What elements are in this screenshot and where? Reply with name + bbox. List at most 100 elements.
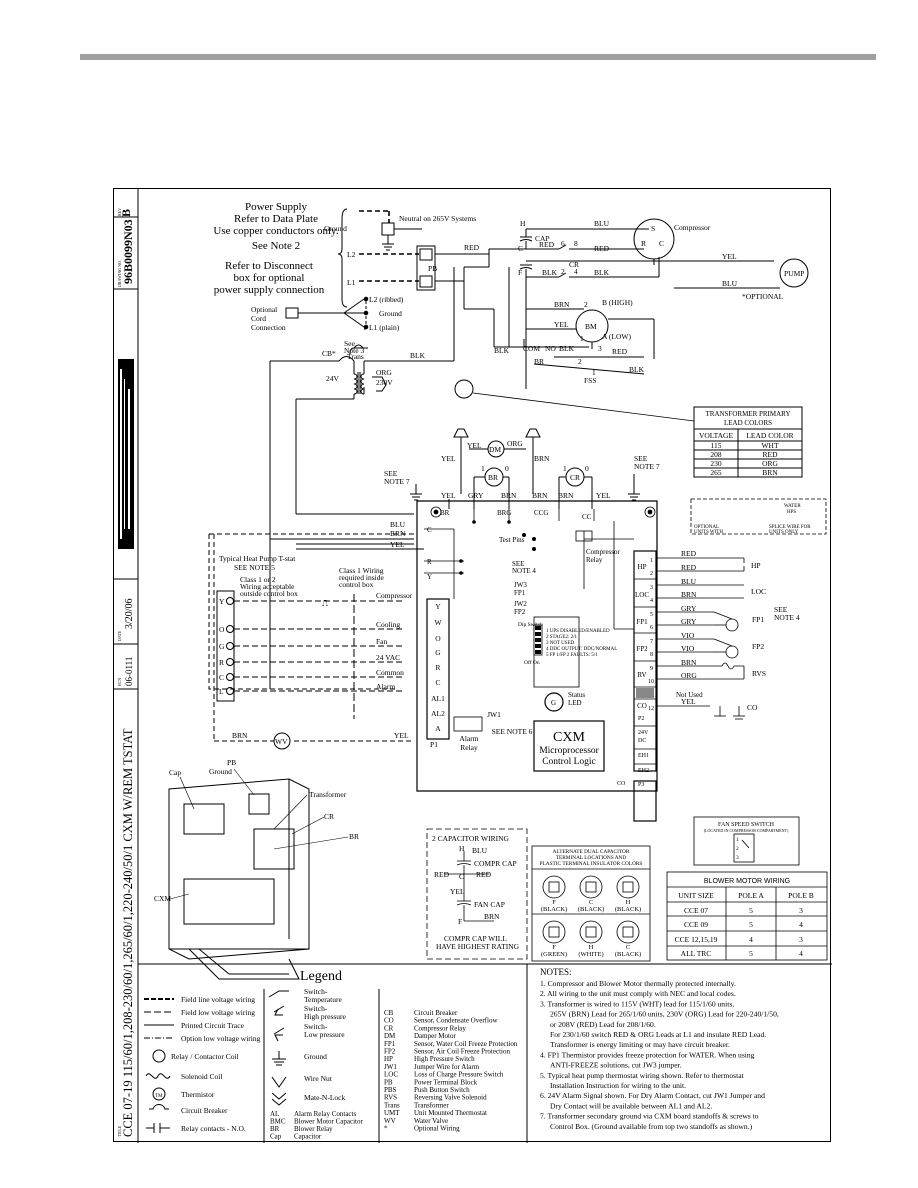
wire-yel-label: YEL	[441, 491, 456, 500]
sensor-wire-red2: RED	[681, 563, 697, 572]
see-note3-1: See	[344, 339, 356, 348]
legend-switch-1a: Switch-	[304, 987, 328, 996]
legend-abbr-desc: Loss of Charge Pressure Switch	[414, 1071, 504, 1079]
cxm-subtitle-1: Microprocessor	[539, 746, 599, 756]
legend-wire-nut: Wire Nut	[304, 1074, 333, 1083]
blower-2-label: 2	[584, 300, 588, 309]
cap-note-1: COMPR CAP WILL	[444, 934, 507, 943]
cxm-y-label: Y	[427, 573, 432, 581]
drawing-number: 96B0099N03	[121, 219, 135, 284]
note-line: For 230/1/60 switch RED & ORG Leads at L…	[550, 1030, 766, 1039]
pump-optional-label: *OPTIONAL	[742, 292, 784, 301]
blower-table-cell: 4	[799, 920, 803, 929]
legend-abbr-code: WV	[384, 1117, 396, 1125]
fan-speed-title: FAN SPEED SWITCH	[718, 822, 775, 828]
blower-table-cell: 4	[799, 949, 803, 958]
off-on-label: Off On	[524, 659, 540, 666]
tstat-title-2: SEE NOTE 5	[234, 563, 275, 572]
fp2-jumper-label: FP2	[514, 608, 526, 616]
see-note6-label: SEE NOTE 6	[492, 727, 533, 736]
status-led-2: LED	[568, 699, 582, 707]
cord-label-2: Cord	[251, 314, 266, 323]
v24-label: 24V	[326, 374, 340, 383]
cxm-right-fp1: FP1	[636, 618, 648, 626]
legend-line-4: Option low voltage wiring	[181, 1034, 261, 1043]
ground-label: Ground	[324, 224, 347, 233]
legend-abbr-code: AL	[270, 1110, 279, 1118]
legend-abbr-code: DM	[384, 1032, 396, 1040]
cxm-term-a: A	[435, 724, 441, 733]
org-label: ORG	[376, 368, 392, 377]
status-led-g: G	[551, 699, 556, 707]
drawing-title: CCE 07-19 115/60/1,208-230/60/1,265/60/1…	[121, 728, 135, 1137]
note-line: 3. Transformer is wired to 115V (WHT) le…	[540, 999, 734, 1008]
ground-2-label: Ground	[379, 309, 402, 318]
cap-wiring-title: 2 CAPACITOR WIRING	[432, 834, 510, 843]
rvs-label: RVS	[752, 669, 766, 678]
comp-br: BR	[349, 832, 359, 841]
legend-abbr-code: CB	[384, 1009, 394, 1017]
comp-cap-label: CAP	[535, 234, 550, 243]
blower-table-cell: 5	[749, 949, 753, 958]
title-label: TITLE	[117, 1125, 122, 1137]
disconnect-line-2: box for optional	[234, 272, 305, 284]
cxm-r-label: R	[427, 558, 432, 566]
power-supply-line-2: Refer to Data Plate	[234, 213, 318, 225]
comp-blu2-label: BLU	[722, 279, 738, 288]
legend-abbr-desc: Compressor Relay	[414, 1024, 466, 1032]
power-supply-line-3: Use copper conductors only.	[213, 225, 338, 237]
legend-line-3: Printed Circuit Trace	[181, 1021, 245, 1030]
splice-1: SPLICE WIRE FOR	[769, 525, 811, 530]
legend-abbr-desc: Sensor, Air Coil Freeze Protection	[414, 1048, 510, 1056]
hp-switch-label: HP	[751, 561, 761, 570]
l2-ribbed-label: L2 (ribbed)	[369, 295, 404, 304]
pin-5: 5	[650, 612, 653, 618]
fp1-jumper-label: FP1	[514, 589, 526, 597]
dc24-1: 24V	[638, 730, 649, 736]
blower-table-header: POLE A	[738, 891, 764, 900]
legend-abbr-code: FP1	[384, 1040, 396, 1048]
dm-yel-label: YEL	[467, 441, 482, 450]
alt-cap-color: (WHITE)	[578, 951, 603, 958]
note-line: Dry Contact will be available between AL…	[550, 1101, 712, 1110]
loc-switch-label: LOC	[751, 587, 766, 596]
legend-abbr-desc: Power Terminal Block	[414, 1078, 478, 1086]
blower-table-cell: CCE 09	[684, 920, 708, 929]
ecn-value: 06-0111	[124, 657, 134, 686]
tstat-func-compressor: Compressor	[376, 591, 413, 600]
sensor-wire-yel: YEL	[681, 697, 696, 706]
legend-line-1: Field line voltage wiring	[181, 995, 255, 1004]
tstat-func-24vac: 24 VAC	[376, 653, 400, 662]
fan-speed-pos-3: 3	[736, 855, 739, 861]
test-pins-label: Test Pins	[499, 536, 525, 544]
dip-switch-label: Dip Switch	[518, 622, 543, 628]
comp-red-label: RED	[539, 240, 555, 249]
cxm-term-w: W	[434, 618, 442, 627]
legend-abbr-code: PB	[384, 1078, 393, 1086]
comp-yel-label: YEL	[722, 252, 737, 261]
cxm-board-outline	[416, 500, 658, 792]
cxm-term-c: C	[435, 678, 440, 687]
blower-1b-label: 1	[592, 368, 596, 377]
trans-table-cell: RED	[763, 450, 779, 459]
power-supply-line-1: Power Supply	[245, 201, 308, 213]
cxm-term-y: Y	[435, 602, 441, 611]
blower-bm-label: BM	[585, 322, 597, 331]
see-note7-right-2: NOTE 7	[634, 462, 660, 471]
alt-cap-term: C	[626, 944, 630, 951]
cord-label-3: Connection	[251, 323, 286, 332]
cap-blu-label: BLU	[472, 846, 488, 855]
comp-relay-label-1: Compressor	[586, 548, 621, 556]
tstat-title-1: Typical Heat Pump T-stat	[219, 554, 296, 563]
legend-abbr-code: BMC	[270, 1118, 286, 1126]
trans-table-cell: ORG	[762, 459, 778, 468]
dip-row-3: 3 NOT USED	[546, 641, 575, 646]
wire-brn3-label: BRN	[558, 491, 574, 500]
alt-cap-title-3: PLASTIC TERMINAL INSULATOR COLORS	[540, 861, 643, 867]
cxm-p2-label: P2	[638, 716, 644, 722]
fan-speed-pos-2: 2	[736, 846, 739, 852]
note-line: Installation Instruction for wiring to t…	[550, 1081, 686, 1090]
legend-switch-2b: High pressure	[304, 1012, 347, 1021]
disconnect-line-1: Refer to Disconnect	[225, 260, 313, 272]
cxm-see-note4-1: SEE	[512, 560, 524, 568]
